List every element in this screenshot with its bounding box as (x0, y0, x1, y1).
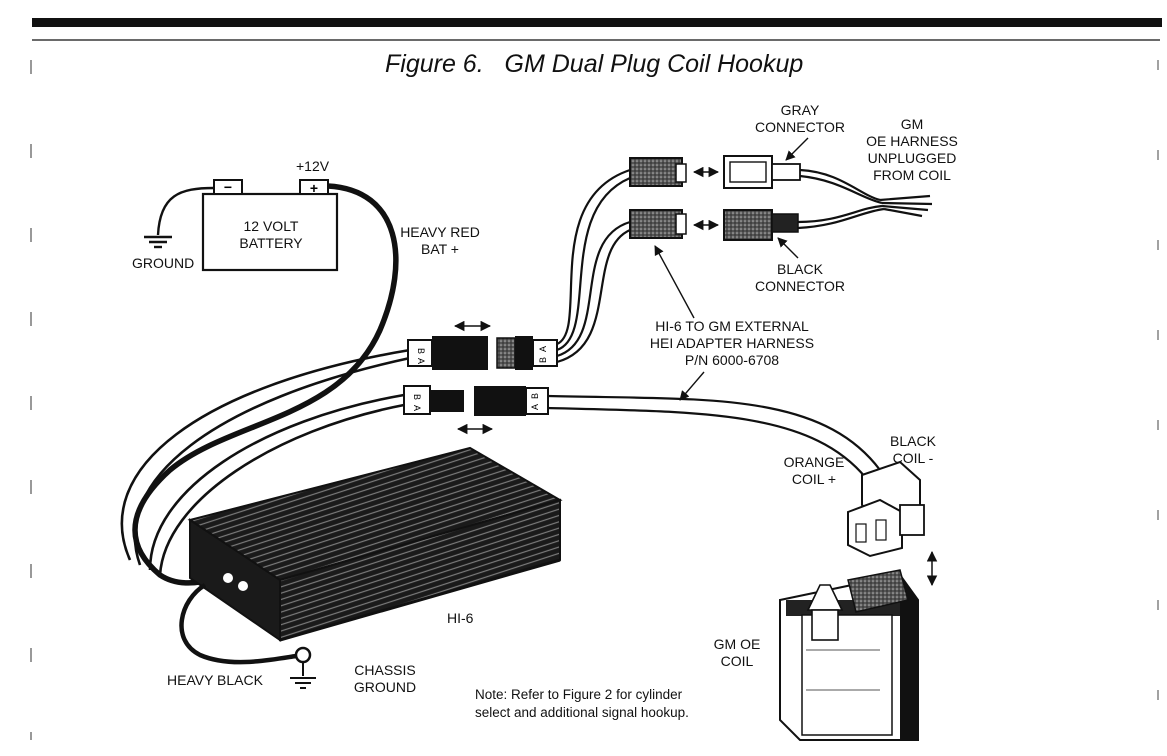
gm-harness-label: GM OE HARNESS UNPLUGGED FROM COIL (860, 116, 964, 184)
reference-note: Note: Refer to Figure 2 for cylinder sel… (475, 686, 689, 722)
figure-title: Figure 6. GM Dual Plug Coil Hookup (385, 50, 803, 79)
orange-coil-line1: ORANGE (783, 454, 845, 470)
note-line2: select and additional signal hookup. (475, 705, 689, 720)
gm-coil-label: GM OE COIL (702, 636, 772, 670)
gray-adapter-plug (629, 157, 687, 187)
hi6-label-text: HI-6 (447, 610, 474, 626)
gm-harness-line2: OE HARNESS (866, 133, 958, 149)
lower-right-pin-b: B (530, 393, 540, 399)
heavy-black-cable (179, 583, 297, 665)
battery-label-line1: 12 VOLT (243, 218, 299, 234)
top-rule (32, 18, 1162, 27)
upper-plug-left (407, 336, 488, 370)
gm-harness-line3: UNPLUGGED (867, 150, 957, 166)
gray-connector-pointer (785, 137, 809, 161)
gm-harness-line4: FROM COIL (873, 167, 951, 183)
lower-plug-left (403, 385, 464, 415)
gray-connector-line2: CONNECTOR (755, 119, 845, 135)
battery-label: 12 VOLT BATTERY (226, 218, 316, 252)
gm-oe-harness-wires (797, 168, 933, 230)
upper-left-pin-b: B (416, 348, 426, 354)
chassis-ground-lug (290, 646, 316, 689)
adapter-line2: HEI ADAPTER HARNESS (649, 335, 815, 351)
heavy-red-label: HEAVY RED BAT + (398, 224, 482, 258)
heavy-black-text: HEAVY BLACK (167, 672, 263, 688)
hi6-lower-wires (148, 393, 405, 576)
coil-plug (847, 460, 925, 558)
gray-connector-label: GRAY CONNECTOR (748, 102, 852, 136)
gm-oe-coil (779, 569, 919, 741)
black-connector-line2: CONNECTOR (755, 278, 845, 294)
figure-title-prefix: Figure 6. (385, 50, 484, 78)
chassis-ground-label: CHASSIS GROUND (350, 662, 420, 696)
battery-ground-wire (144, 186, 215, 249)
upper-plug-right (496, 336, 558, 370)
adapter-line3: P/N 6000-6708 (684, 352, 780, 368)
battery-positive-symbol: + (310, 180, 318, 196)
black-coil-line2: COIL - (892, 450, 934, 466)
lower-right-pin-a: A (530, 404, 540, 410)
black-coil-label: BLACK COIL - (878, 433, 948, 467)
upper-left-pin-a: A (416, 358, 426, 364)
chassis-ground-line1: CHASSIS (354, 662, 416, 678)
black-adapter-plug (629, 209, 687, 239)
hi6-label: HI-6 (447, 610, 473, 627)
heavy-red-line1: HEAVY RED (400, 224, 480, 240)
black-coil-line1: BLACK (890, 433, 936, 449)
heavy-black-label: HEAVY BLACK (167, 672, 263, 689)
black-connector-pointer (777, 237, 799, 259)
gray-connector-line1: GRAY (780, 102, 820, 118)
orange-coil-line2: COIL + (791, 471, 837, 487)
adapter-pointer-upper (654, 245, 695, 319)
orange-coil-label: ORANGE COIL + (776, 454, 852, 488)
heavy-red-line2: BAT + (420, 241, 459, 257)
black-connector-label: BLACK CONNECTOR (748, 261, 852, 295)
chassis-ground-line2: GROUND (353, 679, 417, 695)
adapter-harness-wires (556, 168, 631, 364)
adapter-harness-label: HI-6 TO GM EXTERNAL HEI ADAPTER HARNESS … (642, 318, 822, 369)
gray-connector (723, 155, 801, 189)
lower-left-pin-b: B (412, 394, 422, 400)
black-connector (723, 209, 799, 241)
battery-negative-symbol: − (224, 179, 232, 195)
hi6-upper-wires (120, 348, 411, 566)
adapter-line1: HI-6 TO GM EXTERNAL (655, 318, 809, 334)
lower-left-pin-a: A (412, 405, 422, 411)
ground-label: GROUND (132, 255, 194, 272)
lower-plug-right (474, 386, 549, 416)
gm-coil-line1: GM OE (713, 636, 761, 652)
coil-harness-wires (547, 394, 881, 479)
ground-label-text: GROUND (132, 255, 195, 271)
upper-right-pin-b: B (538, 357, 548, 363)
adapter-pointer-lower (679, 371, 705, 401)
battery-voltage-text: +12V (296, 158, 330, 174)
figure-title-main: GM Dual Plug Coil Hookup (504, 50, 804, 78)
battery-voltage-label: +12V (296, 158, 329, 175)
black-connector-line1: BLACK (777, 261, 823, 277)
gm-harness-line1: GM (900, 116, 924, 132)
gm-coil-line2: COIL (720, 653, 754, 669)
battery-symbol (201, 179, 339, 272)
hi6-module (187, 446, 563, 642)
note-line1: Note: Refer to Figure 2 for cylinder (475, 687, 683, 702)
upper-right-pin-a: A (538, 346, 548, 352)
battery-label-line2: BATTERY (239, 235, 303, 251)
